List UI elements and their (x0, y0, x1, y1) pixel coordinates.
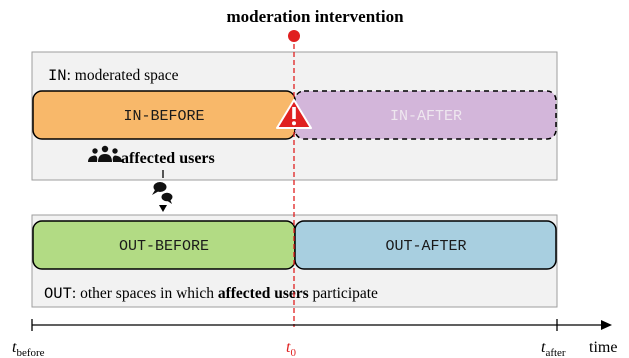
affected-users-label: affected users (121, 150, 215, 167)
time-axis-label: time (589, 339, 617, 356)
affected-arrow-head (159, 205, 167, 212)
title: moderation intervention (226, 7, 404, 26)
chat-bubbles-icon (152, 182, 173, 204)
out-space-label: OUT: other spaces in which affected user… (44, 285, 378, 303)
in-after-box (294, 90, 557, 140)
t-before-label: tbefore (12, 339, 45, 358)
out-after-label: OUT-AFTER (385, 238, 466, 255)
in-before-label: IN-BEFORE (123, 108, 204, 125)
in-after-label: IN-AFTER (390, 108, 462, 125)
in-space-label: IN: moderated space (48, 67, 179, 85)
out-before-label: OUT-BEFORE (119, 238, 209, 255)
intervention-marker (288, 30, 300, 42)
t0-label: t0 (286, 339, 296, 358)
timeline-arrow-head (601, 320, 612, 330)
warning-icon (276, 99, 312, 129)
out-after-box (294, 220, 557, 270)
users-icon (88, 145, 122, 162)
t-after-label: tafter (541, 339, 566, 358)
